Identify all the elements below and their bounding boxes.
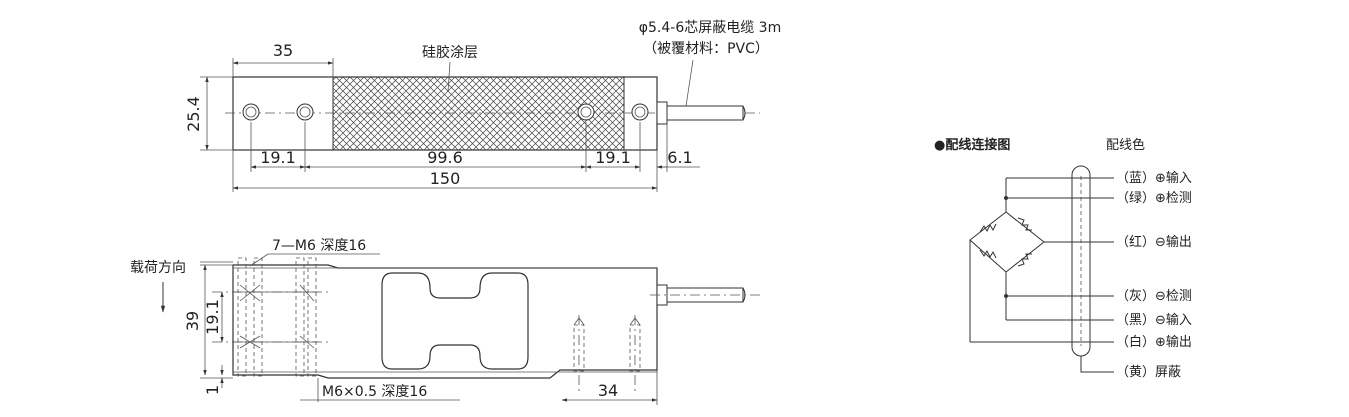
side-view: 7—M6 深度16 载荷方向 39 19.1 1 M6×0.5 深度16 34 <box>130 238 760 405</box>
hole-1 <box>242 103 260 121</box>
dim-35: 35 <box>273 41 293 60</box>
hole-2 <box>296 103 314 121</box>
load-direction-label: 载荷方向 <box>130 260 186 276</box>
dim-19-1-side: 19.1 <box>203 299 222 335</box>
svg-text:（黑）⊖输入: （黑）⊖输入 <box>1116 312 1192 328</box>
wire-label-green: （绿）⊕检测 <box>1116 191 1192 206</box>
dim-19-1-left: 19.1 <box>260 148 296 167</box>
dim-19-1-right: 19.1 <box>595 148 631 167</box>
svg-text:（白）⊕输出: （白）⊕输出 <box>1116 334 1192 350</box>
top-view: 35 硅胶涂层 φ5.4-6芯屏蔽电缆 3m （被覆材料：PVC） 25.4 1… <box>184 20 781 192</box>
cable-label: φ5.4-6芯屏蔽电缆 3m <box>639 20 781 36</box>
wheatstone-bridge <box>969 211 1045 273</box>
wiring-title: ●配线连接图 <box>934 137 1010 153</box>
silicone-coating <box>332 76 625 151</box>
coating-label: 硅胶涂层 <box>422 44 478 61</box>
dim-34: 34 <box>598 381 618 400</box>
cable-gland <box>656 101 668 125</box>
wire-label-gray: （灰）⊖检测 <box>1116 289 1192 304</box>
dim-1: 1 <box>203 385 222 395</box>
cable <box>666 105 744 121</box>
wire-color-header: 配线色 <box>1106 137 1145 153</box>
hole-3 <box>577 103 595 121</box>
dim-25-4: 25.4 <box>184 96 203 132</box>
wire-label-white: （白）⊕输出 <box>1116 334 1192 350</box>
wire-label-black: （黑）⊖输入 <box>1116 312 1192 328</box>
dim-150: 150 <box>430 169 461 188</box>
threaded-holes-right <box>573 315 641 395</box>
wire-label-blue: （蓝）⊕输入 <box>1116 170 1192 186</box>
wire-label-yellow: （黄）屏蔽 <box>1116 365 1181 380</box>
svg-text:（黄）屏蔽: （黄）屏蔽 <box>1116 365 1181 380</box>
thread-bottom-label: M6×0.5 深度16 <box>322 384 427 400</box>
hole-4 <box>631 103 649 121</box>
wire-label-red: （红）⊖输出 <box>1116 234 1192 250</box>
cable-sub-label: （被覆材料：PVC） <box>643 41 769 57</box>
svg-text:（绿）⊕检测: （绿）⊕检测 <box>1116 191 1192 206</box>
dim-6-1: 6.1 <box>667 148 692 167</box>
svg-text:（灰）⊖检测: （灰）⊖检测 <box>1116 289 1192 304</box>
svg-text:（红）⊖输出: （红）⊖输出 <box>1116 234 1192 250</box>
dim-99-6: 99.6 <box>427 148 463 167</box>
svg-text:（蓝）⊕输入: （蓝）⊕输入 <box>1116 170 1192 186</box>
thread-top-label: 7—M6 深度16 <box>272 238 366 254</box>
threaded-holes-left <box>212 257 330 377</box>
dim-39: 39 <box>183 311 202 331</box>
wiring-diagram: ●配线连接图 配线色 （蓝）⊕输入 （绿）⊕检 <box>934 137 1192 380</box>
binocular-cutout <box>381 272 529 370</box>
